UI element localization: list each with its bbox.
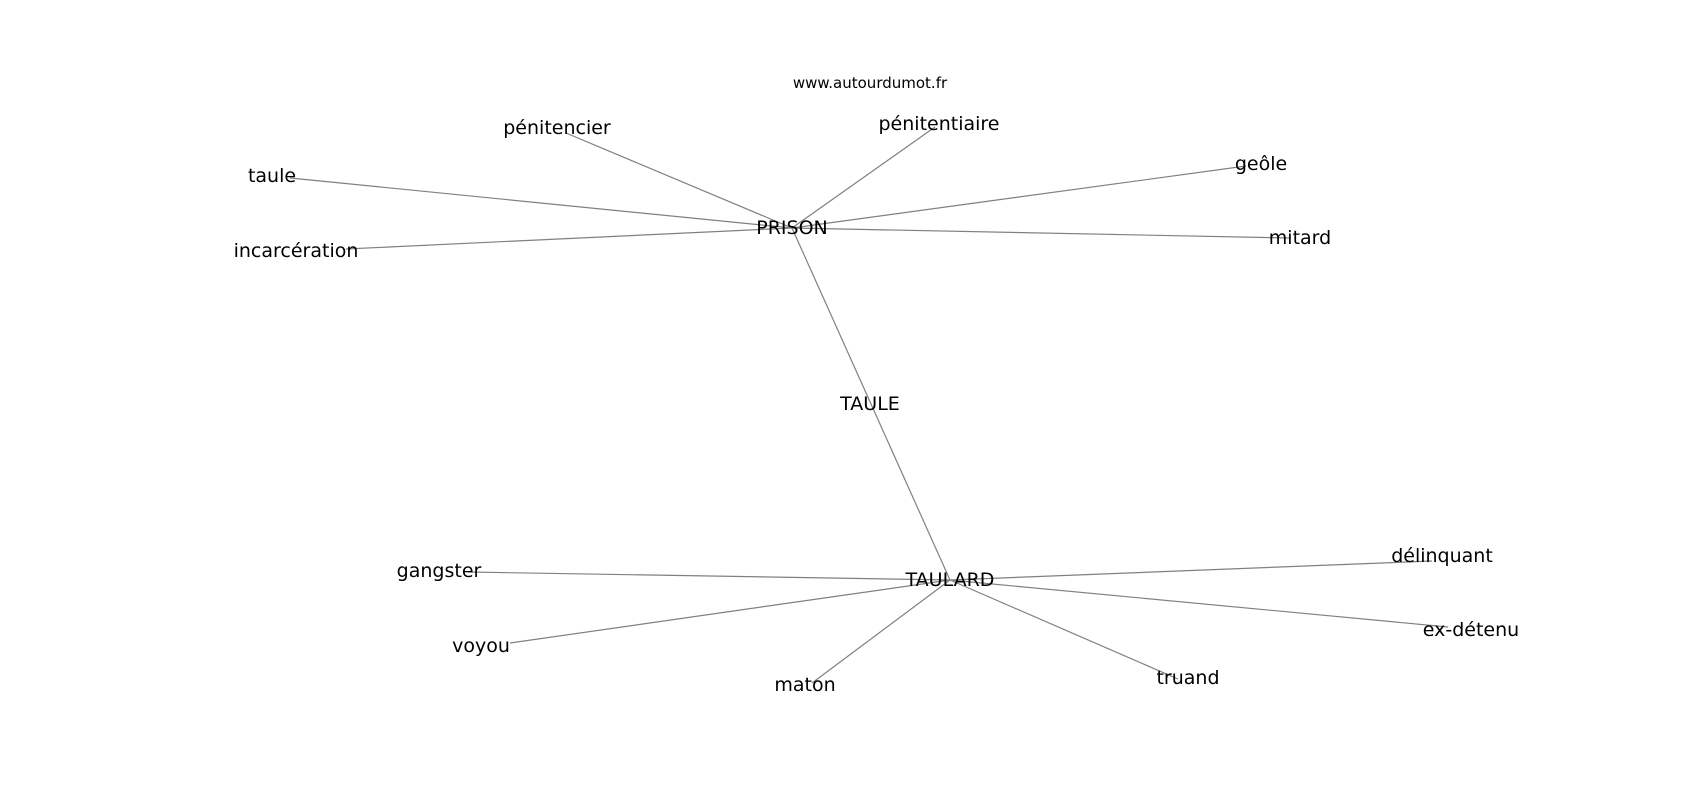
node-label-geole: geôle <box>1235 153 1287 175</box>
node-label-delinquant: délinquant <box>1391 545 1493 567</box>
node-label-taulard: TAULARD <box>905 569 995 591</box>
edge-taulard-delinquant <box>949 560 1433 581</box>
edge-prison-taule <box>289 177 793 229</box>
node-label-prison: PRISON <box>756 217 828 239</box>
node-label-penitencier: pénitencier <box>503 117 611 139</box>
edge-prison-geole <box>791 165 1247 229</box>
edge-taulard-ex-detenu <box>949 579 1449 628</box>
node-label-taule: TAULE <box>839 393 900 415</box>
edge-prison-mitard <box>791 227 1291 239</box>
node-label-gangster: gangster <box>397 560 482 582</box>
edge-prison-penitencier <box>565 132 793 229</box>
node-label-maton: maton <box>774 674 835 696</box>
node-label-mitard: mitard <box>1269 227 1331 249</box>
edge-taulard-truand <box>949 579 1179 680</box>
edge-taulard-voyou <box>509 579 951 644</box>
edge-prison-taulard <box>791 227 951 581</box>
node-label-taule: taule <box>248 165 296 187</box>
node-label-truand: truand <box>1156 667 1219 689</box>
node-label-voyou: voyou <box>452 635 510 657</box>
edge-taulard-gangster <box>467 571 951 581</box>
edge-prison-incarceration <box>345 227 793 250</box>
node-label-penitentiaire: pénitentiaire <box>879 113 1000 135</box>
node-label-incarceration: incarcération <box>234 240 359 262</box>
edges-layer <box>289 126 1449 684</box>
watermark-text: www.autourdumot.fr <box>793 74 948 92</box>
edge-taulard-maton <box>811 579 951 684</box>
edge-prison-penitentiaire <box>791 126 936 229</box>
nodes-layer: PRISON TAULE TAULARD pénitencier pénitentiai… <box>234 113 1520 696</box>
node-label-ex-detenu: ex-détenu <box>1423 619 1519 641</box>
